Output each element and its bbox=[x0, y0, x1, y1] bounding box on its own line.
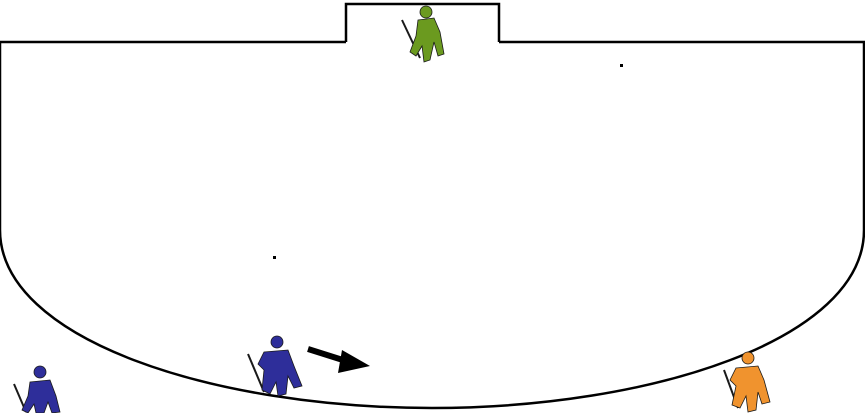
movement-arrow-icon bbox=[308, 349, 370, 373]
player-icon-left bbox=[14, 366, 60, 413]
marker-top-right bbox=[620, 64, 623, 67]
goalkeeper-icon bbox=[402, 6, 444, 62]
player-icon-center bbox=[248, 336, 302, 396]
marker-center-left bbox=[273, 256, 276, 259]
shooting-area-line bbox=[0, 42, 864, 408]
